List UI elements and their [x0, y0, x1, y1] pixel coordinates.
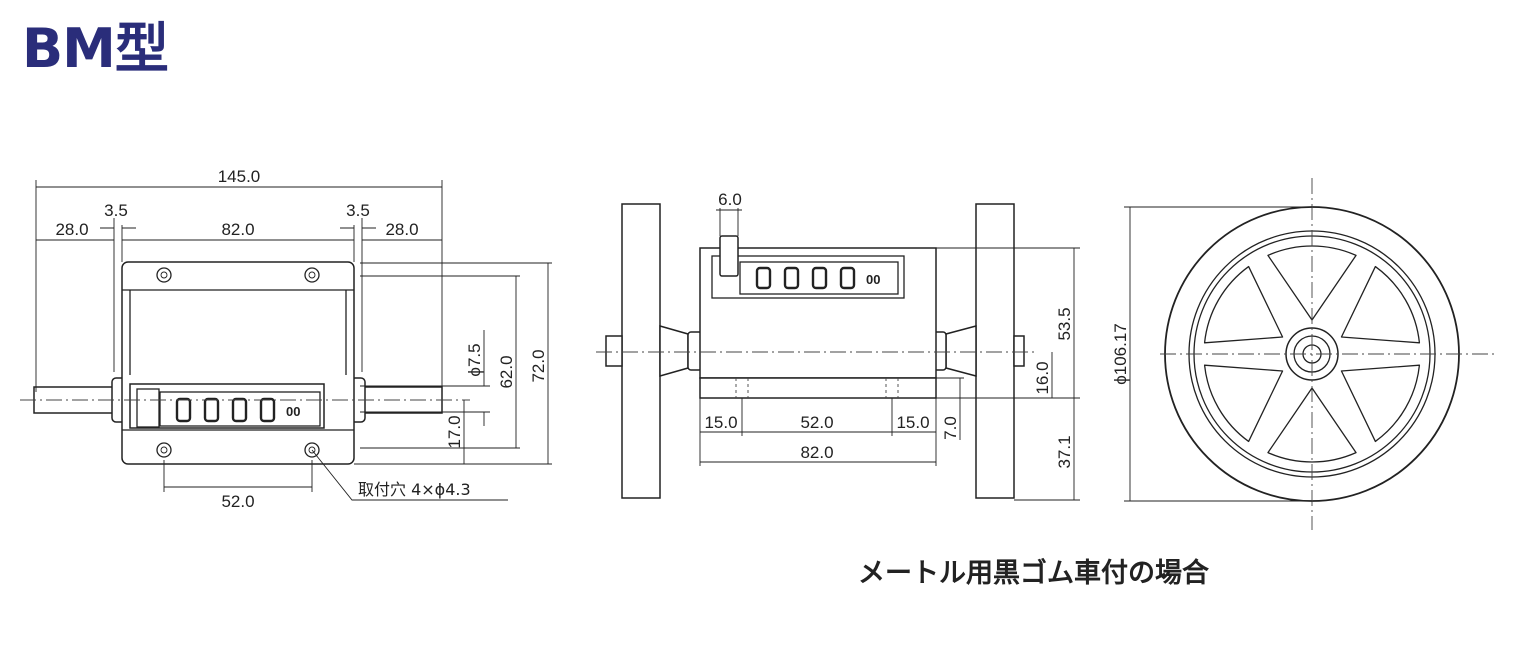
wheel-opening: [1203, 364, 1284, 443]
side-knob: [719, 235, 739, 277]
wheel-opening: [1340, 364, 1421, 443]
counter-body: [121, 261, 355, 465]
counter-digit: [755, 266, 772, 290]
dim-hole-pitch-w: 52.0: [221, 492, 254, 511]
dim-base-width: 52.0: [800, 413, 833, 432]
left-wheel: [621, 203, 661, 499]
dim-depth: 82.0: [800, 443, 833, 462]
wheel-view: ϕ106.17: [1111, 178, 1496, 530]
side-base: [699, 377, 937, 399]
dim-shaft-height: 17.0: [445, 415, 464, 448]
wheel-spokes: [1203, 245, 1421, 463]
side-counter-digits: 00: [755, 266, 880, 290]
left-hub: [659, 325, 689, 377]
dim-left-offset: 15.0: [704, 413, 737, 432]
counter-digit: [175, 397, 192, 423]
dim-axis-offset: 16.0: [1033, 361, 1052, 394]
counter-digit: [231, 397, 248, 423]
counter-digit: [783, 266, 800, 290]
counter-digit: [259, 397, 276, 423]
wheel-opening: [1267, 387, 1357, 463]
side-window: [739, 261, 899, 295]
dim-gap-left: 3.5: [104, 201, 128, 220]
dim-overall-width: 145.0: [218, 167, 261, 186]
side-window-frame: [711, 255, 905, 299]
mount-hole-leader: [311, 449, 508, 501]
counter-small-digits: 00: [286, 404, 300, 419]
counter-small-digits: 00: [866, 272, 880, 287]
wheel-opening: [1203, 265, 1284, 344]
dim-gap-right: 3.5: [346, 201, 370, 220]
side-view: 00 6.0 15.0 52.0 15.0 82.0 53.5 16.0 7.0…: [596, 190, 1080, 501]
counter-digit: [839, 266, 856, 290]
dim-body-width: 82.0: [221, 220, 254, 239]
dim-top-height: 53.5: [1055, 307, 1074, 340]
page-title: BM型: [22, 17, 169, 80]
front-view: 00 145.0 3.5 3.5 28.0 82.0 28.0 ϕ7.5 62.…: [20, 167, 552, 511]
wheel-centerlines: [1160, 178, 1496, 530]
dim-shaft-dia: ϕ7.5: [465, 343, 484, 376]
body-seam-lines: [122, 289, 354, 431]
dim-right-offset: 15.0: [896, 413, 929, 432]
mount-hole-note: 取付穴 4×ϕ4.3: [358, 480, 471, 499]
counter-digit: [811, 266, 828, 290]
dim-body-height: 72.0: [529, 349, 548, 382]
counter-digit: [203, 397, 220, 423]
counter-window: [159, 391, 321, 427]
right-hub: [945, 325, 977, 377]
dim-shaft-left: 28.0: [55, 220, 88, 239]
dim-bottom-height: 37.1: [1055, 435, 1074, 468]
dim-wheel-dia: ϕ106.17: [1111, 323, 1130, 385]
dim-base-height: 7.0: [941, 416, 960, 440]
dim-shaft-right: 28.0: [385, 220, 418, 239]
counter-window-frame: [129, 383, 325, 429]
body-inner-lines: [129, 290, 347, 375]
counter-digits: 00: [175, 397, 300, 423]
wheel-opening: [1267, 245, 1357, 321]
wheel-opening: [1340, 265, 1421, 344]
dim-knob-width: 6.0: [718, 190, 742, 209]
reset-knob: [136, 388, 160, 428]
mounting-holes: [156, 267, 320, 458]
dim-hole-pitch-h: 62.0: [497, 355, 516, 388]
caption: メートル用黒ゴム車付の場合: [858, 557, 1209, 589]
